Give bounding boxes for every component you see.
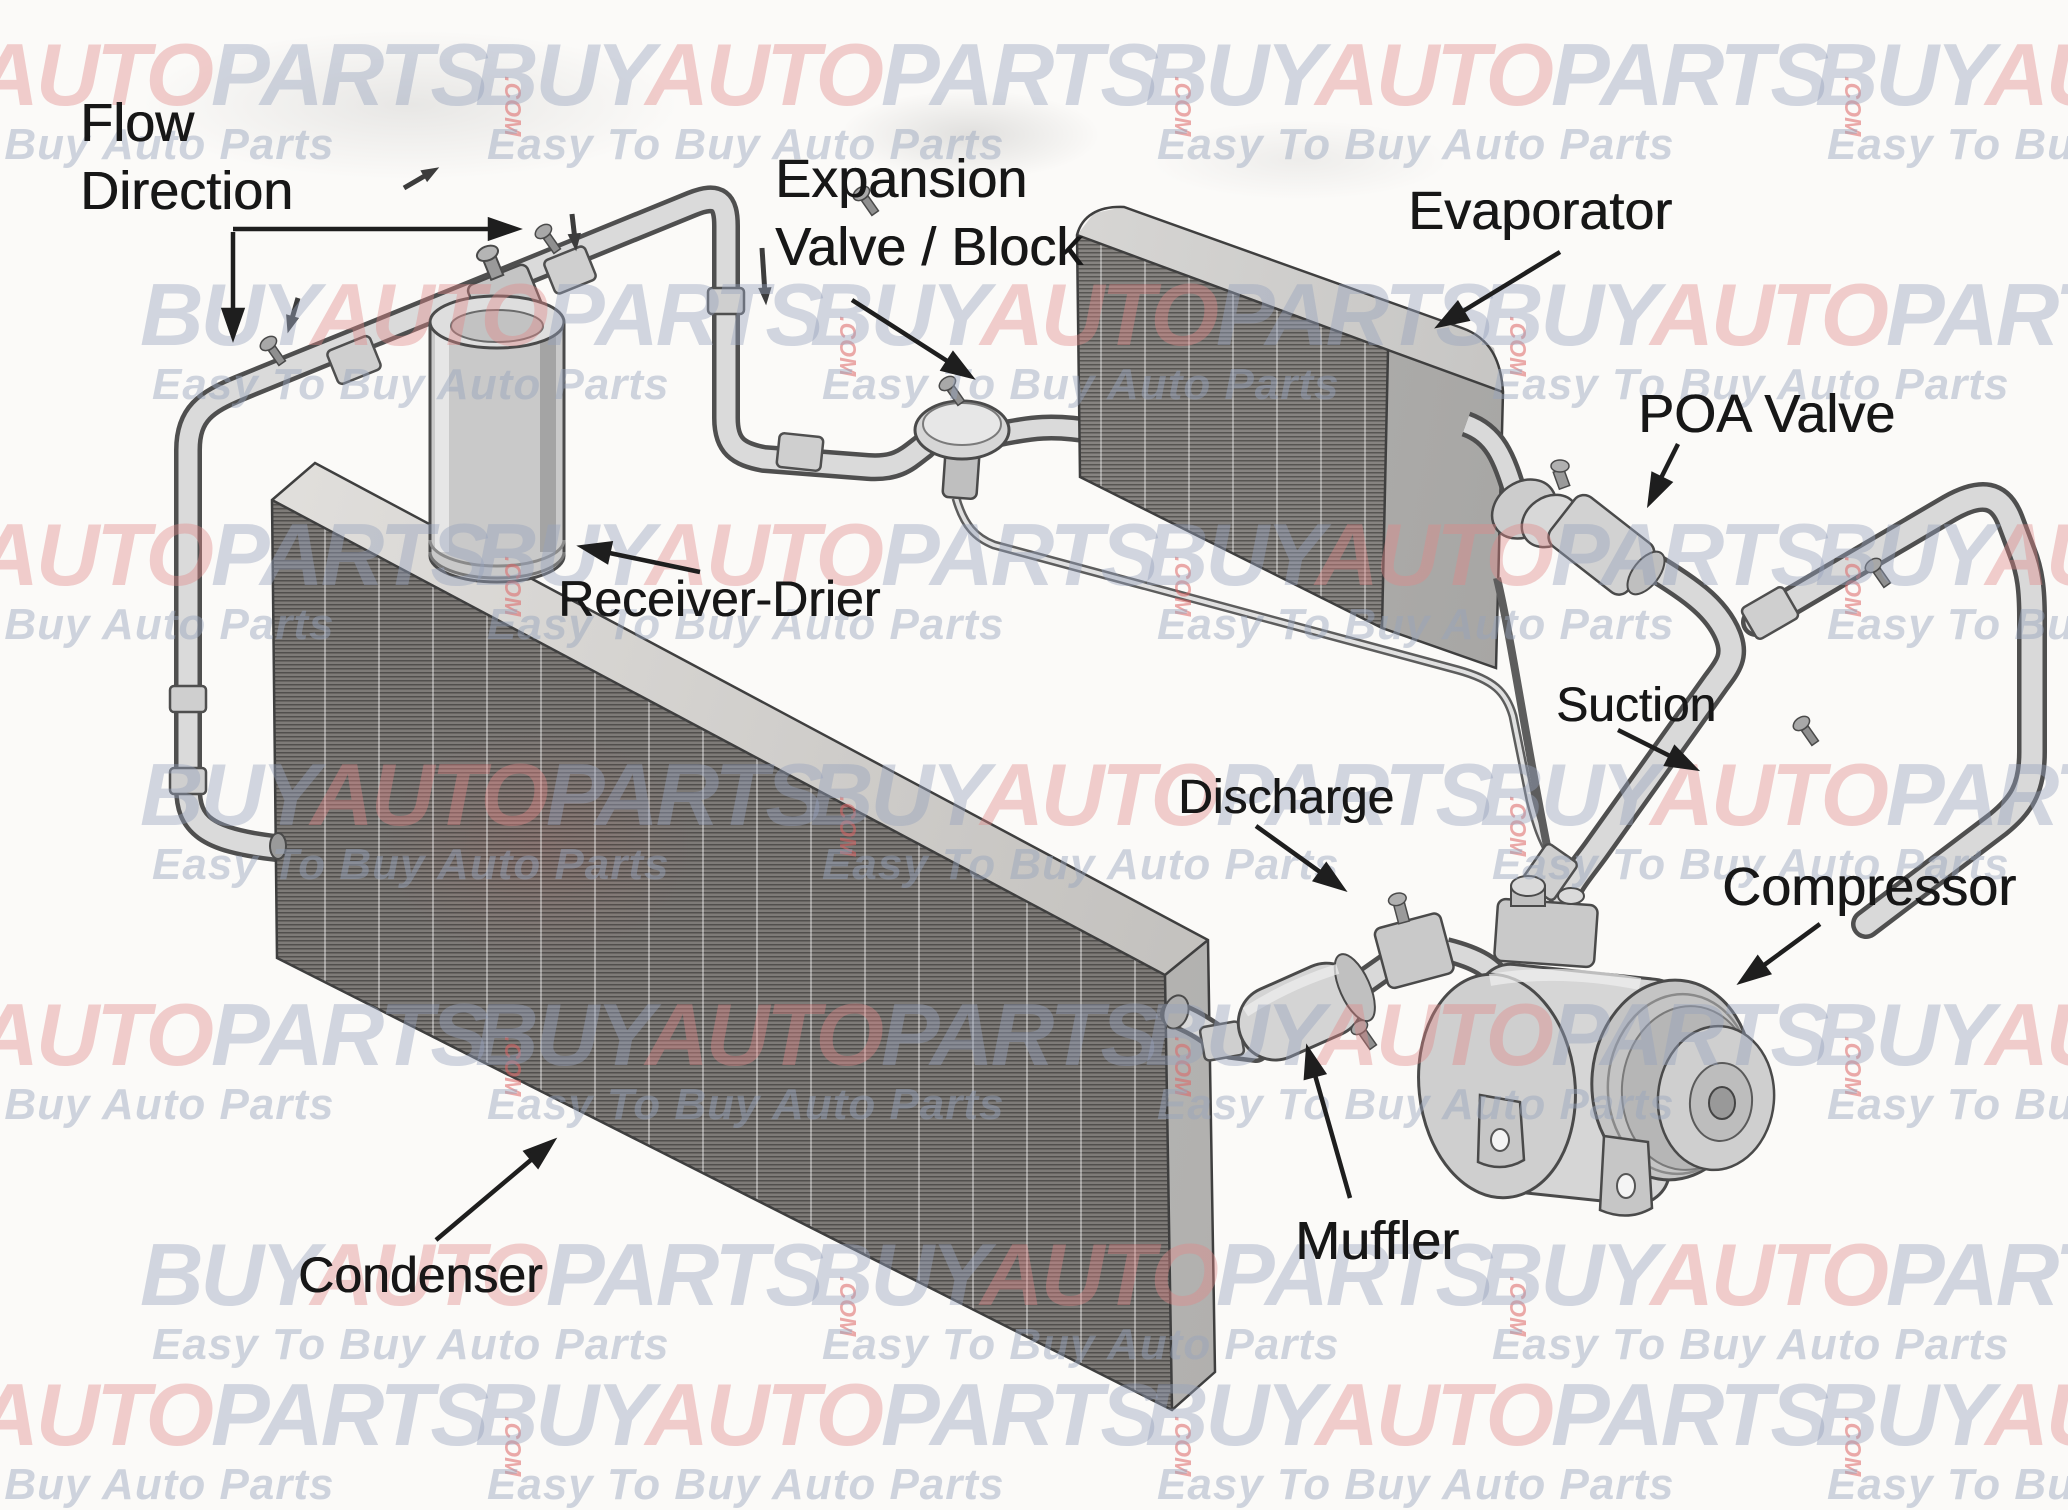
- watermark-com: .COM: [1170, 556, 1197, 617]
- watermark-tagline: Easy To Buy Auto Parts: [1827, 1460, 2068, 1510]
- watermark-tagline: Easy To Buy Auto Parts: [822, 360, 1340, 410]
- watermark-tagline: Easy To Buy Auto Parts: [487, 1460, 1005, 1510]
- watermark-brand: BUYAUTOPARTS.COM: [1480, 745, 2068, 844]
- watermark-com: .COM: [835, 796, 862, 857]
- label-compressor: Compressor: [1722, 857, 2017, 917]
- label-receiver-drier: Receiver-Drier: [558, 571, 881, 627]
- watermark-tagline: Easy To Buy Auto Parts: [1492, 1320, 2010, 1370]
- watermark-tagline: Easy To Buy Auto Parts: [1157, 1080, 1675, 1130]
- watermark-brand: BUYAUTOPARTS.COM: [475, 985, 1197, 1097]
- watermark-brand: BUYAUTOPARTS.COM: [1815, 1365, 2068, 1464]
- watermark-tagline: Easy To Buy Auto Parts: [1827, 120, 2068, 170]
- watermark-com: .COM: [835, 316, 862, 377]
- watermark-brand: BUYAUTOPARTS.COM: [1145, 985, 1867, 1097]
- watermark-com: .COM: [500, 1036, 527, 1097]
- label-expansion-line1: Expansion: [775, 149, 1028, 209]
- watermark-com: .COM: [500, 76, 527, 137]
- watermark-brand: BUYAUTOPARTS.COM: [0, 1365, 527, 1477]
- watermark-com: .COM: [1170, 76, 1197, 137]
- scanned-ac-system-diagram: { "labels": { "flow": {"line1": "Flow", …: [0, 25, 2068, 1510]
- label-condenser: Condenser: [298, 1247, 543, 1303]
- watermark-tagline: Easy To Buy Auto Parts: [487, 1080, 1005, 1130]
- watermark-tagline: Easy To Buy Auto Parts: [152, 360, 670, 410]
- watermark-com: .COM: [1170, 1036, 1197, 1097]
- watermark-com: .COM: [1505, 1276, 1532, 1337]
- watermark-com: .COM: [1840, 1036, 1867, 1097]
- label-flow-line1: Flow: [80, 93, 195, 153]
- label-expansion-line2: Valve / Block: [775, 217, 1084, 277]
- watermark-brand: BUYAUTOPARTS.COM: [810, 265, 1532, 377]
- watermark-brand: BUYAUTOPARTS.COM: [140, 745, 862, 857]
- label-poa-valve: POA Valve: [1638, 384, 1896, 444]
- watermark-tagline: Easy To Buy Auto Parts: [1157, 600, 1675, 650]
- label-discharge: Discharge: [1178, 771, 1395, 824]
- watermark-brand: BUYAUTOPARTS.COM: [1815, 505, 2068, 604]
- watermark-com: .COM: [1505, 796, 1532, 857]
- watermark-brand: BUYAUTOPARTS.COM: [1145, 505, 1867, 617]
- watermark-tagline: Easy To Buy Auto Parts: [1157, 120, 1675, 170]
- watermark-tagline: Easy To Buy Auto Parts: [1827, 600, 2068, 650]
- watermark-com: .COM: [1840, 1416, 1867, 1477]
- watermark-brand: BUYAUTOPARTS.COM: [810, 745, 1532, 857]
- watermark-tagline: Easy To Buy Auto Parts: [152, 840, 670, 890]
- watermark-brand: BUYAUTOPARTS.COM: [1815, 985, 2068, 1084]
- watermark-brand: BUYAUTOPARTS.COM: [1145, 1365, 1867, 1477]
- watermark-tagline: Easy To Buy Auto Parts: [1157, 1460, 1675, 1510]
- watermark-com: .COM: [1505, 316, 1532, 377]
- label-muffler: Muffler: [1295, 1211, 1460, 1271]
- watermark-tagline: Easy To Buy Auto Parts: [822, 840, 1340, 890]
- watermark-brand: BUYAUTOPARTS.COM: [475, 1365, 1197, 1477]
- watermark-brand: BUYAUTOPARTS.COM: [1145, 25, 1867, 137]
- label-suction: Suction: [1556, 679, 1717, 732]
- watermark-brand: BUYAUTOPARTS.COM: [140, 265, 862, 377]
- watermark-tagline: Easy To Buy Auto Parts: [0, 1460, 335, 1510]
- watermark-tagline: Easy To Buy Auto Parts: [0, 1080, 335, 1130]
- watermark-com: .COM: [500, 556, 527, 617]
- watermark-com: .COM: [500, 1416, 527, 1477]
- watermark-com: .COM: [835, 1276, 862, 1337]
- watermark-com: .COM: [1840, 556, 1867, 617]
- watermark-tagline: Easy To Buy Auto Parts: [1827, 1080, 2068, 1130]
- watermark-tagline: Easy To Buy Auto Parts: [822, 1320, 1340, 1370]
- watermark-brand: BUYAUTOPARTS.COM: [1480, 1225, 2068, 1324]
- watermark-brand: BUYAUTOPARTS.COM: [1815, 25, 2068, 124]
- watermark-com: .COM: [1840, 76, 1867, 137]
- watermark-brand: BUYAUTOPARTS.COM: [0, 505, 527, 617]
- watermark-com: .COM: [1170, 1416, 1197, 1477]
- watermark-brand: BUYAUTOPARTS.COM: [0, 25, 527, 137]
- watermark-brand: BUYAUTOPARTS.COM: [1480, 265, 2068, 364]
- watermark-brand: BUYAUTOPARTS.COM: [0, 985, 527, 1097]
- label-evaporator: Evaporator: [1408, 181, 1673, 241]
- watermark-tagline: Easy To Buy Auto Parts: [152, 1320, 670, 1370]
- watermark-tagline: Easy To Buy Auto Parts: [0, 600, 335, 650]
- label-flow-line2: Direction: [80, 161, 294, 221]
- watermark-brand: BUYAUTOPARTS.COM: [475, 25, 1197, 137]
